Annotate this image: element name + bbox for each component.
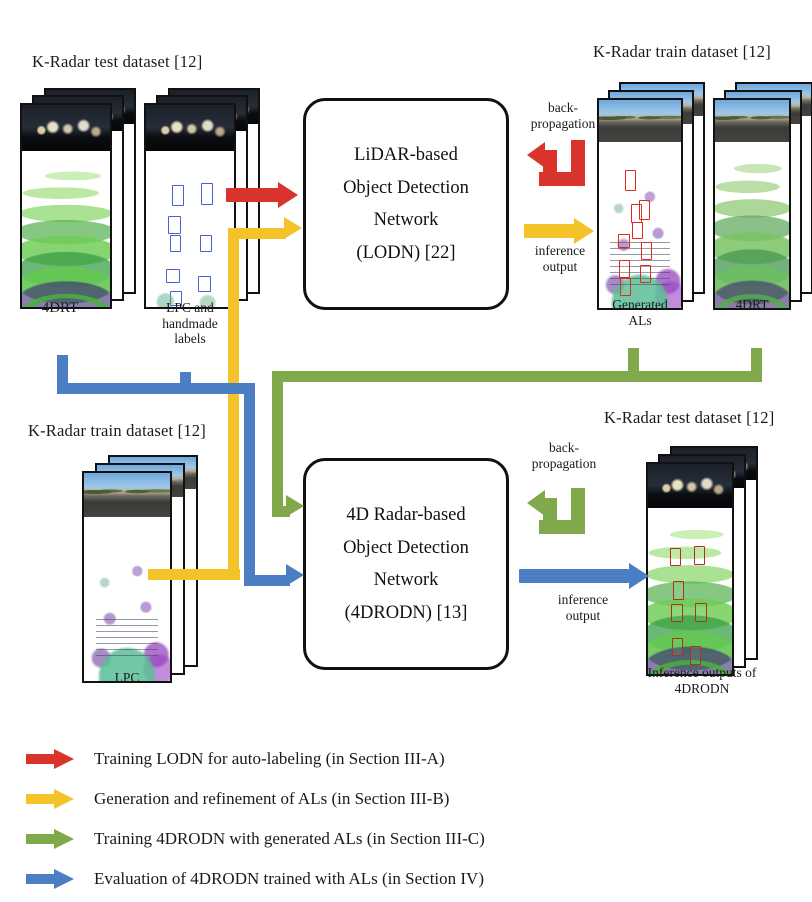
legend-item-red: Training LODN for auto-labeling (in Sect… xyxy=(26,742,485,775)
legend-label-green: Training 4DRODN with generated ALs (in S… xyxy=(94,828,485,848)
stack-sheet-front xyxy=(20,103,112,309)
legend-label-yellow: Generation and refinement of ALs (in Sec… xyxy=(94,788,450,808)
inference-box xyxy=(673,581,684,600)
box-4drodn-line-2: Object Detection xyxy=(343,537,469,558)
arrow-backprop-top-red xyxy=(527,138,585,186)
label-box xyxy=(201,183,213,205)
label-box xyxy=(168,216,181,234)
image-stack-inference-outputs xyxy=(646,446,766,676)
arrow-inference-top-yellow xyxy=(524,218,594,244)
box-lodn[interactable]: LiDAR-based Object Detection Network (LO… xyxy=(303,98,509,310)
caption-train-lpc: LPC xyxy=(114,670,140,685)
legend: Training LODN for auto-labeling (in Sect… xyxy=(26,742,485,902)
generated-label-box xyxy=(640,265,651,283)
stack-sheet-front xyxy=(713,98,791,310)
arrow-inference-bottom-blue xyxy=(519,563,649,589)
rail-blue-stub-4drt xyxy=(57,355,68,385)
legend-item-green: Training 4DRODN with generated ALs (in S… xyxy=(26,822,485,855)
legend-arrow-green-icon xyxy=(26,828,76,849)
image-stack-test-4drt xyxy=(20,88,140,310)
box-4drodn[interactable]: 4D Radar-based Object Detection Network … xyxy=(303,458,509,670)
title-test-dataset-bottom: K-Radar test dataset [12] xyxy=(604,408,775,427)
caption-inference-outputs: Inference outputs of 4DRODN xyxy=(647,665,757,696)
inference-box xyxy=(672,638,683,656)
rail-yellow-seg xyxy=(228,228,239,580)
stack-sheet-front xyxy=(597,98,683,310)
rail-blue-seg xyxy=(244,575,290,586)
inference-box xyxy=(694,546,705,565)
arrow-red-to-lodn xyxy=(226,182,298,208)
label-box xyxy=(172,185,184,206)
rail-yellow-arrowhead-lodn xyxy=(284,217,302,239)
generated-label-box xyxy=(618,234,630,248)
rail-green-stub-generated-als xyxy=(628,348,639,376)
label-box xyxy=(170,235,181,252)
box-lodn-line-4: (LODN) [22] xyxy=(356,242,456,263)
caption-test-4drt: 4DRT xyxy=(41,300,79,316)
inference-box xyxy=(690,646,701,665)
rail-yellow-seg xyxy=(228,228,286,239)
caption-test-lpc: LPC and handmade labels xyxy=(162,300,218,347)
generated-label-box xyxy=(620,278,631,296)
generated-label-box xyxy=(632,222,643,239)
caption-train-4drt: 4DRT xyxy=(735,297,769,312)
box-lodn-line-2: Object Detection xyxy=(343,177,469,198)
inference-box xyxy=(671,604,683,622)
rail-blue-stub-lpc xyxy=(180,372,191,386)
generated-label-box xyxy=(625,170,636,191)
label-inference-top: inference output xyxy=(534,243,586,274)
rail-green-seg xyxy=(272,371,283,517)
label-backprop-bottom: back- propagation xyxy=(531,440,597,471)
rail-blue-seg xyxy=(57,383,255,394)
legend-arrow-red-icon xyxy=(26,748,76,769)
inference-box xyxy=(695,603,707,622)
image-stack-train-lpc xyxy=(82,455,202,683)
box-lodn-line-3: Network xyxy=(373,210,439,230)
rail-green-seg xyxy=(272,371,762,382)
box-4drodn-line-4: (4DRODN) [13] xyxy=(344,602,468,623)
box-4drodn-line-3: Network xyxy=(373,570,439,590)
image-stack-generated-als xyxy=(597,82,712,310)
rail-yellow-seg xyxy=(148,569,240,580)
legend-item-blue: Evaluation of 4DRODN trained with ALs (i… xyxy=(26,862,485,895)
title-test-dataset-top: K-Radar test dataset [12] xyxy=(32,52,203,71)
legend-item-yellow: Generation and refinement of ALs (in Sec… xyxy=(26,782,485,815)
stack-sheet-front xyxy=(144,103,236,309)
legend-label-red: Training LODN for auto-labeling (in Sect… xyxy=(94,748,445,768)
inference-box xyxy=(670,548,681,566)
title-train-dataset-bottom: K-Radar train dataset [12] xyxy=(28,421,206,440)
label-inference-bottom: inference output xyxy=(557,592,609,623)
rail-green-stub-4drt xyxy=(751,348,762,376)
label-backprop-top: back- propagation xyxy=(530,100,596,131)
arrow-backprop-bottom-green xyxy=(527,486,585,534)
rail-green-seg xyxy=(272,506,290,517)
legend-arrow-yellow-icon xyxy=(26,788,76,809)
box-4drodn-line-1: 4D Radar-based xyxy=(346,505,466,525)
label-box xyxy=(200,235,212,252)
image-stack-train-4drt xyxy=(713,82,812,310)
legend-label-blue: Evaluation of 4DRODN trained with ALs (i… xyxy=(94,868,484,888)
generated-label-box xyxy=(639,200,650,220)
rail-green-arrowhead-4drodn xyxy=(286,495,304,517)
generated-label-box xyxy=(619,260,630,278)
title-train-dataset-top: K-Radar train dataset [12] xyxy=(593,42,771,61)
box-lodn-line-1: LiDAR-based xyxy=(354,145,458,165)
rail-blue-seg xyxy=(244,383,255,575)
rail-blue-arrowhead-4drodn xyxy=(286,564,304,586)
generated-label-box xyxy=(641,242,652,260)
stack-sheet-front xyxy=(646,462,734,676)
caption-generated-als: Generated ALs xyxy=(612,297,668,328)
legend-arrow-blue-icon xyxy=(26,868,76,889)
